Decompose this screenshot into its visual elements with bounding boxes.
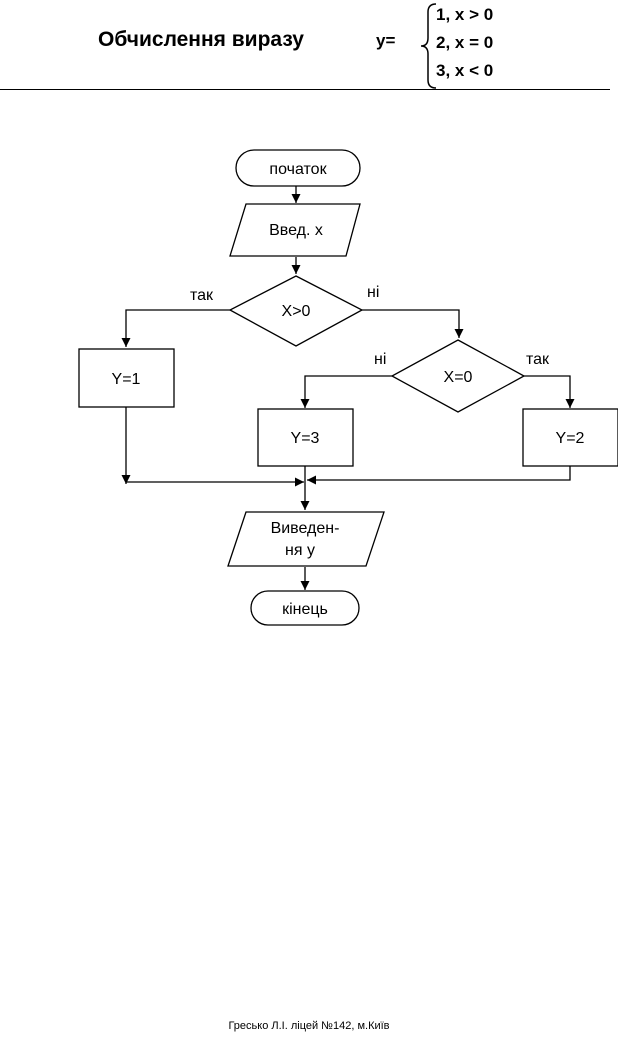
start-label: початок — [269, 161, 327, 178]
page-title: Обчислення виразу — [98, 28, 304, 51]
assign-y3-block: Y=3 — [257, 408, 354, 467]
decision1-no-label: ні — [367, 284, 379, 301]
decision1-yes-label: так — [190, 287, 214, 304]
connectors — [121, 186, 575, 590]
assign-y3-label: Y=3 — [291, 430, 320, 447]
start-terminator: початок — [235, 149, 361, 187]
flowchart: початок Введ. x X>0 так ні Y=1 X=0 ні та… — [78, 149, 618, 626]
assign-y1-block: Y=1 — [78, 348, 175, 408]
header-divider — [0, 89, 610, 90]
edge-decision1-no — [362, 309, 464, 338]
input-label: Введ. x — [269, 222, 323, 239]
decision2-yes-label: так — [526, 351, 550, 368]
assign-y2-block: Y=2 — [522, 408, 618, 467]
input-block: Введ. x — [229, 203, 361, 257]
case-line-2: 2, x = 0 — [436, 33, 494, 52]
output-label-line2: ня y — [285, 542, 315, 559]
y-equals-label: y= — [376, 31, 396, 50]
edge-y2-merge — [307, 466, 571, 485]
curly-brace-icon — [420, 3, 437, 89]
end-label: кінець — [282, 601, 328, 618]
decision-x-eq-0: X=0 — [390, 339, 526, 413]
edge-decision2-no — [300, 375, 392, 408]
decision2-no-label: ні — [374, 351, 386, 368]
header: Обчислення виразу y= 1, x > 0 2, x = 0 3… — [0, 0, 618, 95]
assign-y2-label: Y=2 — [556, 430, 585, 447]
decision1-label: X>0 — [282, 303, 311, 320]
assign-y1-label: Y=1 — [112, 371, 141, 388]
decision-x-gt-0: X>0 — [228, 275, 364, 347]
end-terminator: кінець — [250, 590, 360, 626]
decision2-label: X=0 — [444, 369, 473, 386]
footer-credit: Гресько Л.І. ліцей №142, м.Київ — [228, 1020, 390, 1032]
output-block: Виведен- ня y — [227, 511, 385, 567]
case-line-1: 1, x > 0 — [436, 5, 494, 24]
edge-decision2-yes — [524, 375, 575, 408]
output-label-line1: Виведен- — [271, 520, 340, 537]
case-line-3: 3, x < 0 — [436, 61, 494, 80]
edge-decision1-yes — [121, 309, 230, 347]
